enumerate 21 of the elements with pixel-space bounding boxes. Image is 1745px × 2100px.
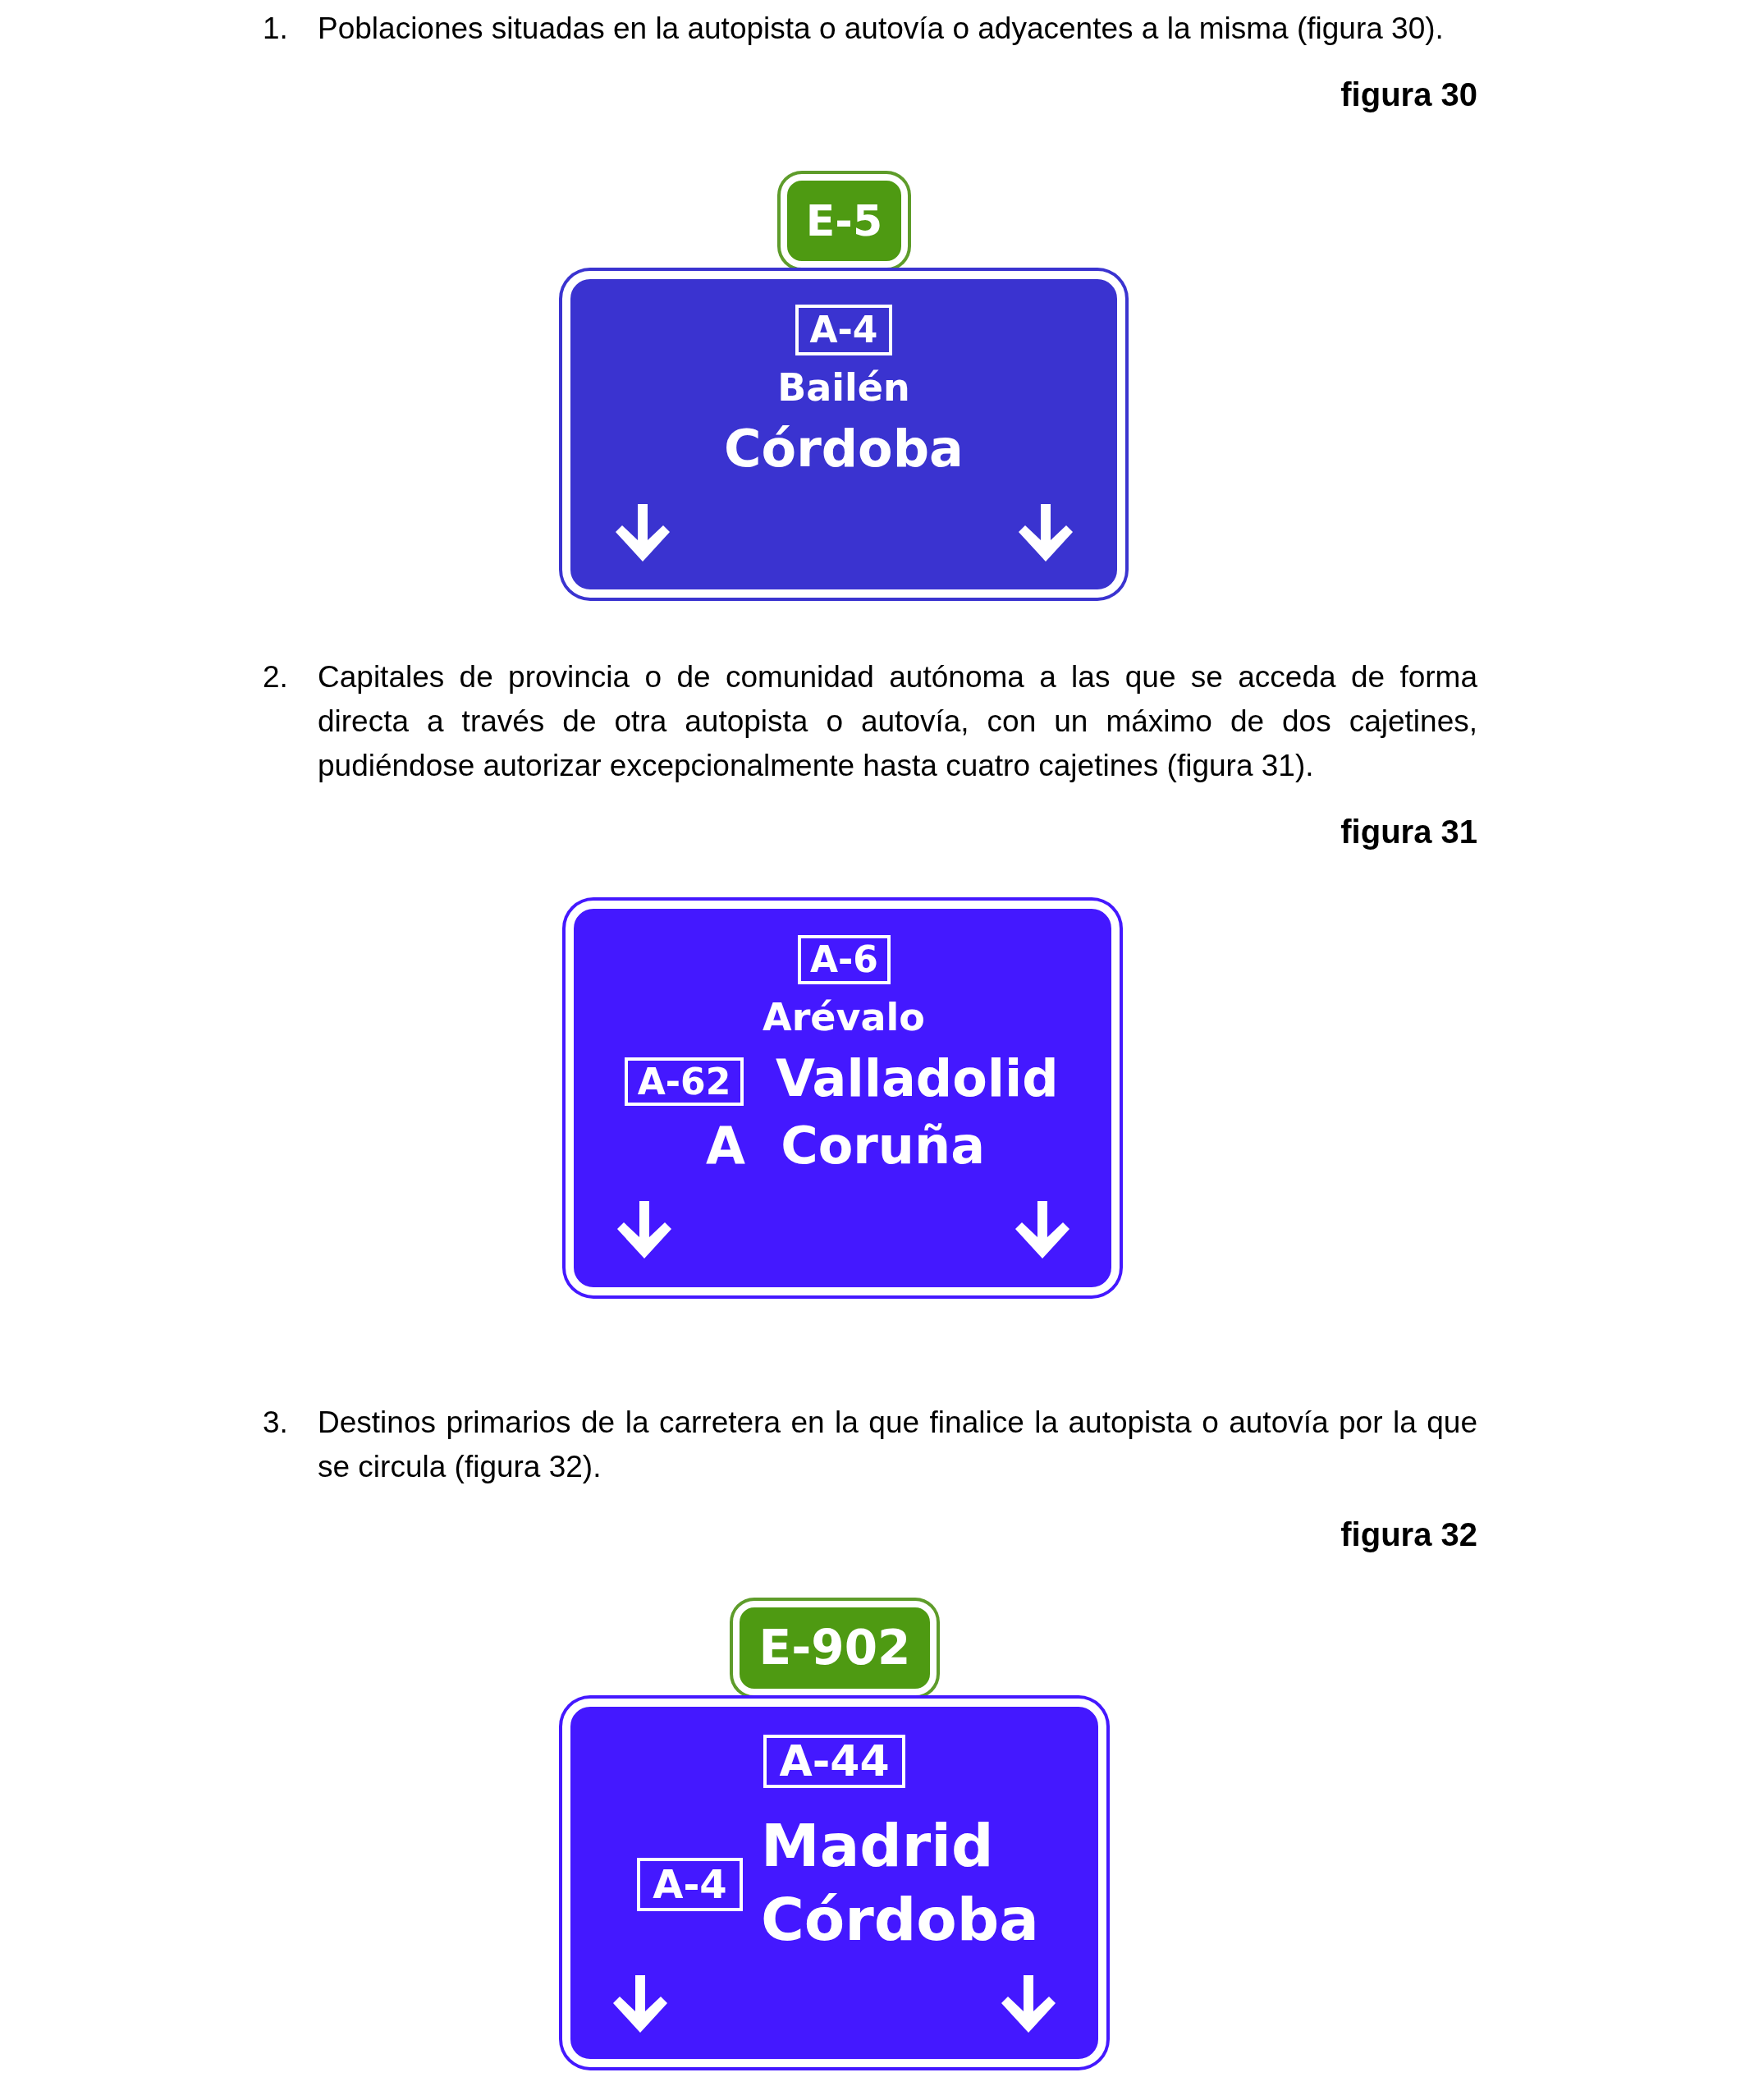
figure-caption: figura 31	[1340, 813, 1477, 851]
paragraph: Destinos primarios de la carretera en la que finalice la autopista o autovía por la que se circula (figura 32).	[318, 1405, 1477, 1485]
figure-caption: figura 32	[1340, 1515, 1477, 1554]
destination-name: Bailén	[777, 368, 910, 406]
road-number-plate: A-44	[763, 1735, 905, 1788]
destination-name: Arévalo	[763, 997, 925, 1036]
destination-name: Madrid	[761, 1816, 994, 1876]
destination-name: Valladolid	[776, 1052, 1059, 1104]
road-number-plate: A-6	[798, 935, 891, 984]
paragraph: Poblaciones situadas en la autopista o autovía o adyacentes a la misma (figura 30).	[318, 11, 1445, 47]
road-number-plate: A-62	[625, 1057, 744, 1106]
road-number-plate: A-4	[637, 1858, 743, 1911]
list-number: 1.	[263, 11, 288, 47]
paragraph: Capitales de provincia o de comunidad autónoma a las que se acceda de forma directa a través de otra autopista o autovía, con un máximo de dos cajetines, pudiéndose autorizar excepcionalmente hasta cuatro cajetines (figura 31).	[318, 659, 1477, 784]
destination-name: Córdoba	[724, 423, 964, 475]
road-number-plate: A-4	[795, 305, 892, 355]
destination-name: A Coruña	[706, 1120, 985, 1172]
list-number: 2.	[263, 659, 288, 695]
figure-caption: figura 30	[1340, 76, 1477, 114]
destination-name: Córdoba	[761, 1890, 1039, 1950]
list-number: 3.	[263, 1405, 288, 1441]
